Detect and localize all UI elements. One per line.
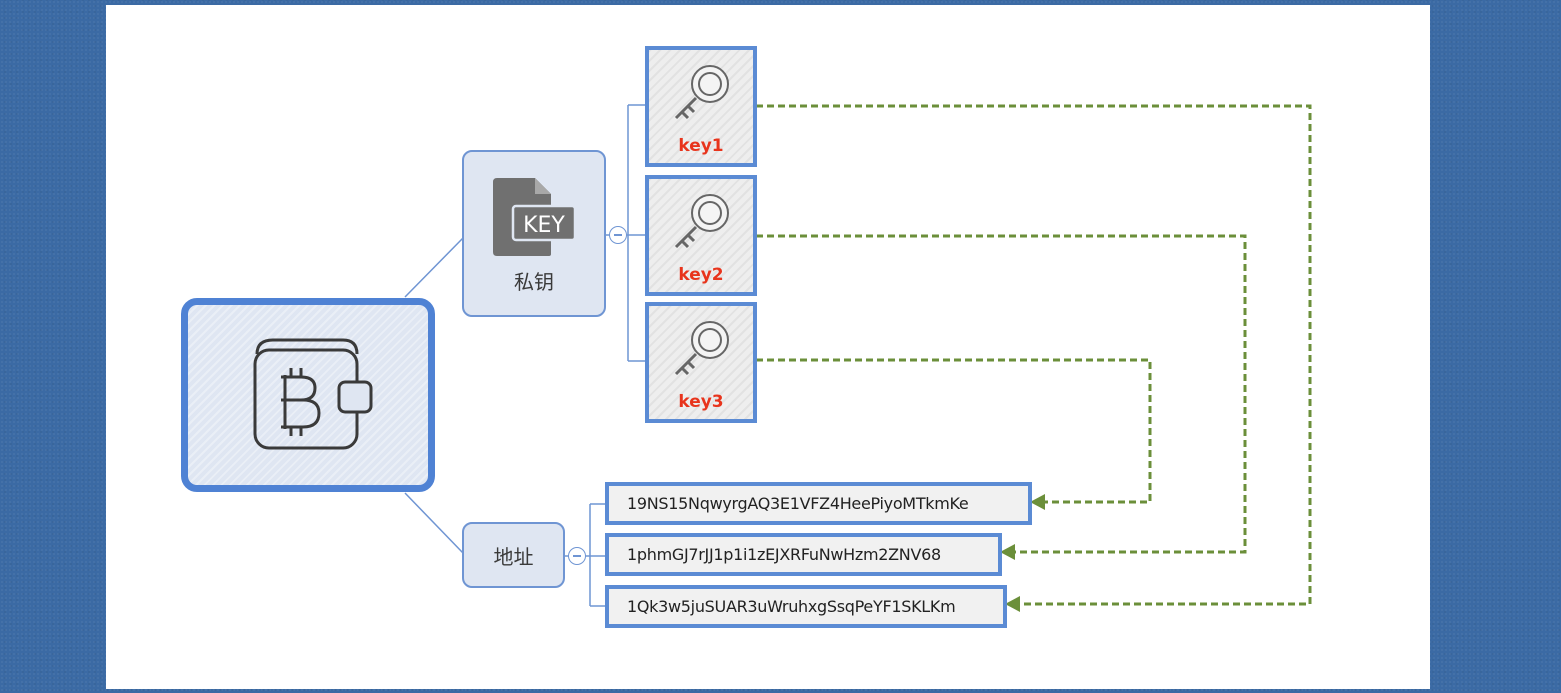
key2-label: key2 [678, 265, 724, 285]
key1-node[interactable]: key1 [645, 46, 757, 167]
private-keys-label: 私钥 [514, 270, 554, 294]
private-keys-collapse-toggle[interactable] [609, 226, 627, 244]
private-keys-node[interactable]: KEY 私钥 [462, 150, 606, 317]
link-key2-address2 [756, 234, 1247, 554]
arrowhead-address1 [1030, 494, 1045, 510]
svg-text:KEY: KEY [523, 213, 565, 238]
arrowhead-address2 [1000, 544, 1015, 560]
wallet-to-addresses-line [404, 492, 464, 554]
wallet-to-private-keys-line [404, 237, 464, 298]
key3-label: key3 [678, 392, 724, 412]
key1-label: key1 [678, 136, 724, 156]
address-3[interactable]: 1Qk3w5juSUAR3uWruhxgSsqPeYF1SKLKm [605, 585, 1007, 628]
key-file-icon: KEY [493, 178, 577, 256]
key3-node[interactable]: key3 [645, 302, 757, 423]
key-icon [674, 194, 729, 249]
addresses-collapse-toggle[interactable] [568, 547, 586, 565]
link-key1-address3 [756, 104, 1312, 606]
key-icon [674, 65, 729, 120]
address-1[interactable]: 19NS15NqwyrgAQ3E1VFZ4HeePiyoMTkmKe [605, 482, 1032, 525]
address-2[interactable]: 1phmGJ7rJJ1p1i1zEJXRFuNwHzm2ZNV68 [605, 533, 1002, 576]
key-icon [674, 321, 729, 376]
wallet-node[interactable] [181, 298, 435, 492]
key2-node[interactable]: key2 [645, 175, 757, 296]
bitcoin-wallet-icon [253, 338, 373, 450]
addresses-node[interactable]: 地址 [462, 522, 565, 588]
addresses-label: 地址 [493, 544, 534, 569]
link-key3-address1 [756, 358, 1152, 504]
arrowhead-address3 [1005, 596, 1020, 612]
